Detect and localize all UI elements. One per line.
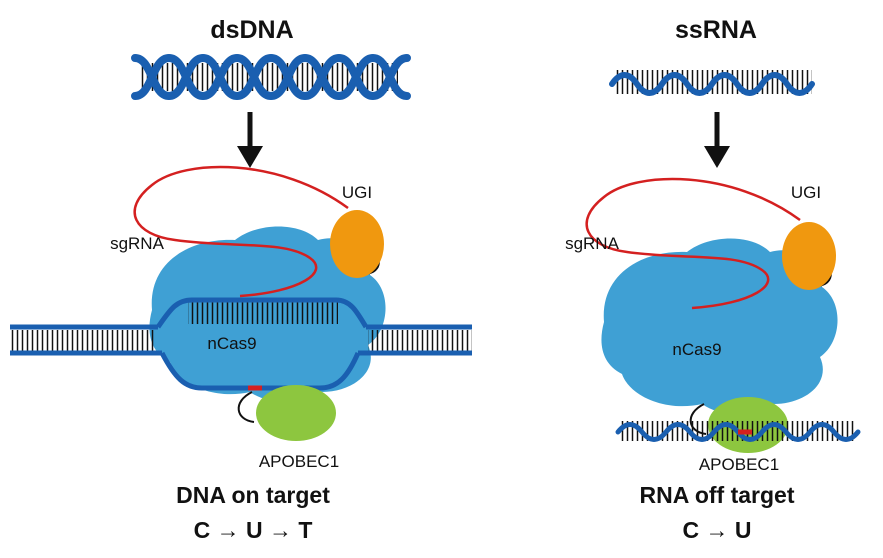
right-editing-complex [585,177,838,453]
right-sgrna-strand [585,177,801,310]
left-rloop-top-strand [155,297,369,329]
left-heteroduplex-rungs [188,302,338,324]
left-caption-edit-path: C → U → T [194,517,313,543]
left-target-dna [10,297,472,391]
right-ncas9-protein-blob [601,238,838,414]
ssrna-illustration [609,70,815,96]
dsdna-helix-illustration [131,53,411,101]
right-sgrna-label: sgRNA [565,234,620,253]
left-ugi-label: UGI [342,183,372,202]
left-sgrna-strand [133,165,349,298]
left-dna-band-right-rungs [368,330,472,351]
left-ncas9-label: nCas9 [207,334,256,353]
right-offtarget-rna [615,421,861,442]
right-caption-edit-path: C → U [683,517,752,543]
left-sgrna-label: sgRNA [110,234,165,253]
right-ugi-label: UGI [791,183,821,202]
dsdna-strand-1 [131,53,411,101]
left-down-arrow [237,112,263,168]
right-apobec1-label: APOBEC1 [699,455,779,474]
left-arrow-head [237,146,263,168]
left-apobec1-label: APOBEC1 [259,452,339,471]
right-arrow-head [704,146,730,168]
left-caption-outcome: DNA on target [176,482,330,508]
right-ugi-domain [782,222,836,290]
left-apobec1-domain [256,385,336,441]
left-panel-title: dsDNA [210,16,293,44]
dsdna-strand-2 [131,53,411,101]
right-down-arrow [704,112,730,168]
left-apobec-linker-loop [237,391,255,423]
ssrna-strand [609,72,815,96]
left-ugi-domain [330,210,384,278]
left-dna-band-left-rungs [10,330,156,351]
right-ncas9-label: nCas9 [672,340,721,359]
right-caption-outcome: RNA off target [639,482,794,508]
right-panel-title: ssRNA [675,16,757,44]
